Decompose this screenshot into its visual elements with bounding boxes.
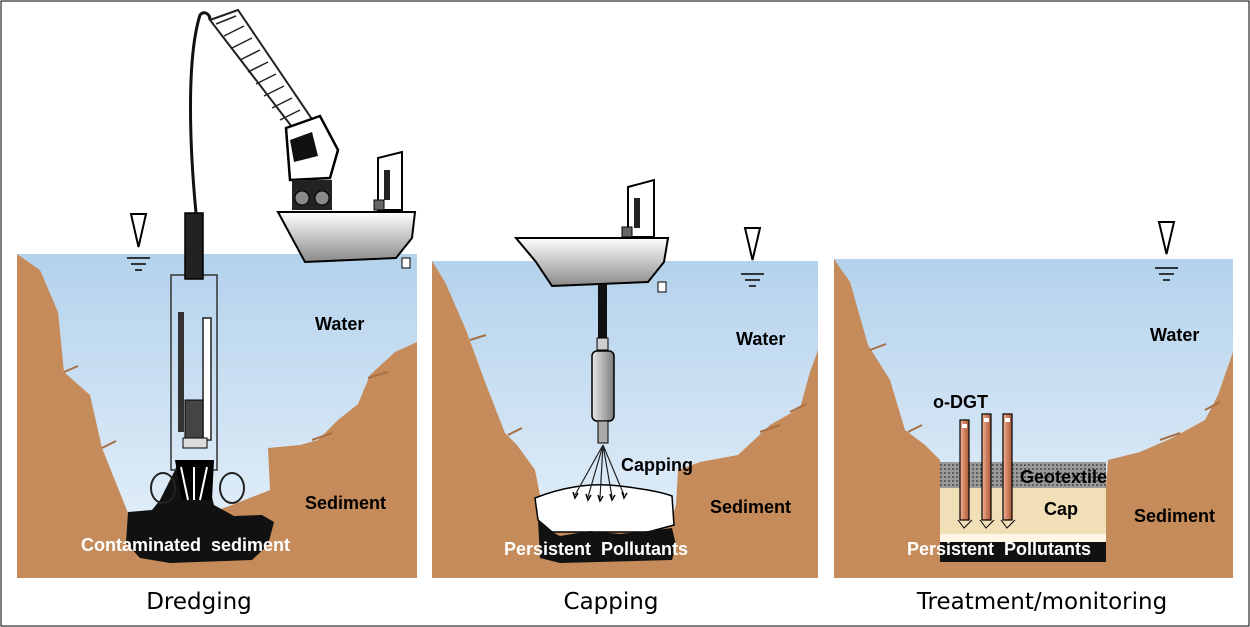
tremie-pipe	[572, 284, 628, 503]
crane-barge	[208, 8, 417, 269]
panel-dredging: Water Sediment Contaminated sediment Dre…	[17, 8, 417, 615]
water-level-symbol	[127, 213, 150, 271]
water-level-symbol	[741, 227, 764, 287]
sediment-texture	[869, 343, 1221, 441]
dgt-probe	[981, 413, 992, 521]
geotextile-label: Geotextile	[1020, 467, 1107, 487]
panel-treatment: Water Sediment o-DGT Geotextile Cap Pers…	[834, 221, 1233, 615]
panel-capping: Water Sediment Capping Persistent Pollut…	[432, 178, 818, 615]
sediment-label: Sediment	[305, 493, 386, 513]
contaminated-sediment	[126, 462, 274, 563]
water-label: Water	[736, 329, 785, 349]
capping-label: Capping	[621, 455, 693, 475]
dgt-probe	[959, 419, 970, 521]
sediment-bank	[432, 261, 818, 578]
sediment-bank	[834, 259, 1233, 578]
sediment-texture	[469, 334, 807, 436]
panel-caption: Capping	[564, 589, 659, 615]
sediment-bank	[17, 254, 417, 578]
pollutant-label: Persistent Pollutants	[504, 539, 688, 559]
pollutant-label: Contaminated sediment	[81, 535, 290, 555]
water-label: Water	[315, 314, 364, 334]
water-level-symbol	[1155, 221, 1178, 281]
sampler-label: o-DGT	[933, 392, 988, 412]
panel-caption: Treatment/monitoring	[916, 589, 1167, 615]
panel-caption: Dredging	[146, 589, 252, 615]
sediment-texture	[63, 365, 389, 449]
dgt-probes	[957, 413, 1016, 529]
dgt-probe	[1002, 413, 1013, 521]
cap-label: Cap	[1044, 499, 1078, 519]
capping-barge	[513, 178, 670, 293]
persistent-pollutants	[538, 520, 676, 563]
water-label: Water	[1150, 325, 1199, 345]
cap-base	[940, 534, 1106, 542]
dredge-head	[150, 11, 245, 504]
cap-layer	[534, 484, 675, 533]
sediment-label: Sediment	[710, 497, 791, 517]
pollutant-label: Persistent Pollutants	[907, 539, 1091, 559]
persistent-pollutants	[940, 542, 1106, 562]
sediment-label: Sediment	[1134, 506, 1215, 526]
